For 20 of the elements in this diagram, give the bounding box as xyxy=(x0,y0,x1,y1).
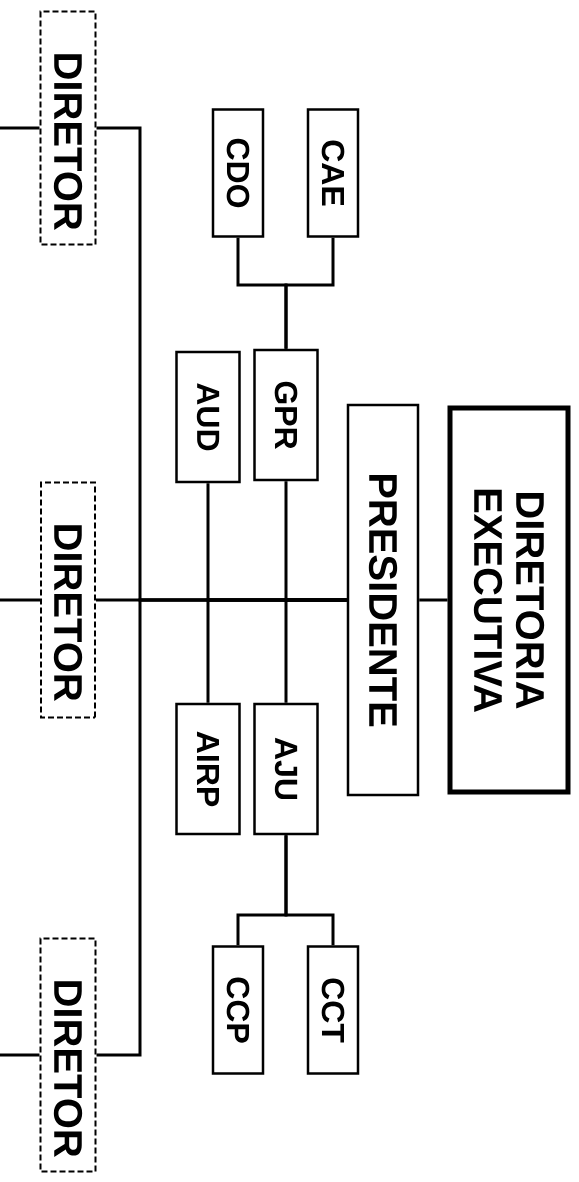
process-box: PRESIDENTE xyxy=(346,403,420,797)
process-box: AUD xyxy=(175,350,241,484)
connector-line xyxy=(0,126,40,130)
process-box: CCT xyxy=(306,945,360,1075)
dashed-box: DIRETOR xyxy=(39,937,97,1173)
connector-line xyxy=(236,835,288,946)
connector-line xyxy=(206,598,347,703)
connector-line xyxy=(236,237,288,349)
connector-line xyxy=(0,1053,40,1057)
process-box: AJU xyxy=(253,702,319,836)
process-box: GPR xyxy=(253,348,319,482)
process-box: CDO xyxy=(211,108,265,238)
dashed-box: DIRETOR xyxy=(39,10,97,246)
dashed-box: DIRETOR xyxy=(40,481,96,719)
connector-line xyxy=(419,598,448,602)
process-box: DIRETORIA EXECUTIVA xyxy=(447,405,571,795)
process-box: CAE xyxy=(306,108,360,238)
process-box: CCP xyxy=(211,945,265,1075)
connector-line xyxy=(0,598,40,602)
process-box: AIRP xyxy=(175,702,241,836)
